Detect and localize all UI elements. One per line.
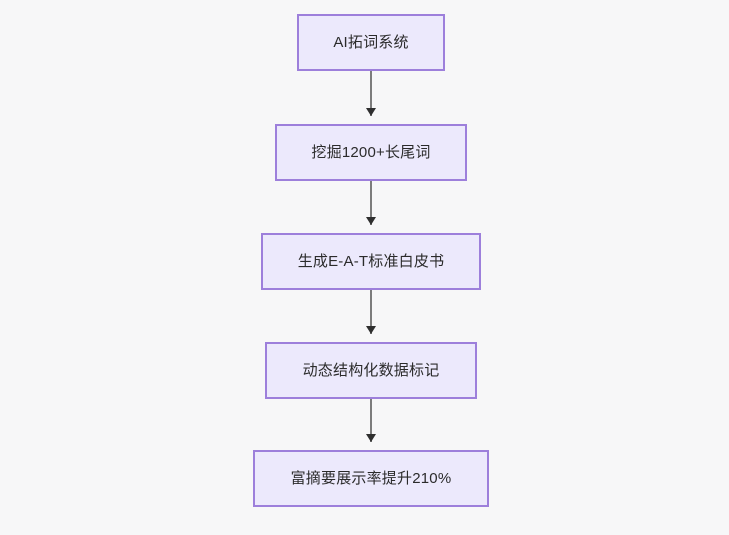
flow-node-label: 富摘要展示率提升210% bbox=[290, 469, 452, 487]
arrowhead-n2-n3 bbox=[366, 217, 376, 225]
edge-n2-n3 bbox=[370, 181, 372, 225]
arrowhead-n3-n4 bbox=[366, 326, 376, 334]
arrowhead-n1-n2 bbox=[366, 108, 376, 116]
flow-node-rich-snippet-rate-increase[interactable]: 富摘要展示率提升210% bbox=[253, 450, 489, 507]
flow-node-label: 动态结构化数据标记 bbox=[302, 361, 440, 379]
flow-node-generate-eat-whitepaper[interactable]: 生成E-A-T标准白皮书 bbox=[261, 233, 481, 290]
flow-node-mine-longtail-keywords[interactable]: 挖掘1200+长尾词 bbox=[275, 124, 467, 181]
flow-node-label: 生成E-A-T标准白皮书 bbox=[297, 252, 445, 270]
edge-n4-n5 bbox=[370, 399, 372, 442]
flow-node-label: 挖掘1200+长尾词 bbox=[311, 143, 431, 161]
flow-node-ai-keyword-system[interactable]: AI拓词系统 bbox=[297, 14, 445, 71]
flow-node-dynamic-structured-data-markup[interactable]: 动态结构化数据标记 bbox=[265, 342, 477, 399]
flow-node-label: AI拓词系统 bbox=[333, 33, 409, 51]
edge-n1-n2 bbox=[370, 71, 372, 116]
arrowhead-n4-n5 bbox=[366, 434, 376, 442]
edge-n3-n4 bbox=[370, 290, 372, 334]
